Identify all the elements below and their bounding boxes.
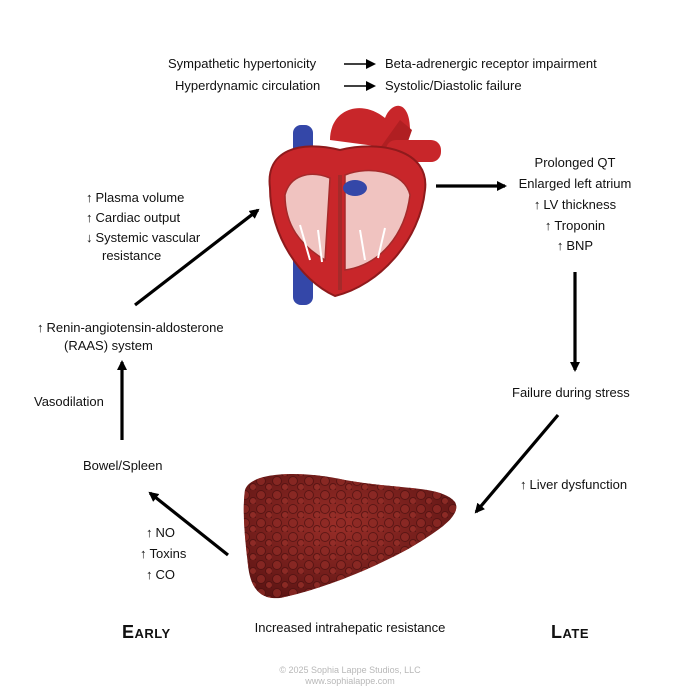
up-arrow-icon: [534, 197, 544, 212]
up-arrow-icon: [146, 525, 156, 540]
bowel-spleen-label: Bowel/Spleen: [83, 458, 163, 473]
liver-dysfunction-label: Liver dysfunction: [520, 475, 627, 495]
up-arrow-icon: [140, 546, 150, 561]
up-arrow-icon: [520, 477, 530, 492]
finding-prolonged-qt: Prolonged QT: [534, 155, 616, 170]
systemic-vascular-label: Systemic vascular: [86, 228, 200, 248]
up-arrow-icon: [557, 238, 567, 253]
heart-illustration: [268, 105, 441, 305]
mediator-co: CO: [146, 565, 175, 585]
resistance-label: resistance: [102, 248, 162, 263]
up-arrow-icon: [37, 320, 47, 335]
liver-illustration: [243, 474, 457, 599]
raas-label-line1: Renin-angiotensin-aldosterone: [37, 318, 224, 338]
hyperdynamic-circulation-label: Hyperdynamic circulation: [175, 78, 321, 93]
up-arrow-icon: [545, 218, 555, 233]
down-arrow-icon: [86, 230, 96, 245]
up-arrow-icon: [86, 210, 96, 225]
systolic-diastolic-label: Systolic/Diastolic failure: [385, 78, 522, 93]
liver-caption: Increased intrahepatic resistance: [254, 620, 446, 635]
arrow-liver-to-bowel: [148, 491, 229, 557]
finding-lv-thickness: LV thickness: [500, 195, 650, 215]
up-arrow-icon: [146, 567, 156, 582]
vasodilation-label: Vasodilation: [34, 394, 104, 409]
beta-adrenergic-label: Beta-adrenergic receptor impairment: [385, 56, 597, 71]
mediator-no: NO: [146, 523, 175, 543]
copyright-text: © 2025 Sophia Lappe Studios, LLC: [279, 665, 421, 675]
arrow-raas-to-heart: [134, 208, 260, 307]
late-label: Late: [551, 622, 590, 642]
arrow-to-liver: [474, 413, 560, 514]
mediator-toxins: Toxins: [140, 544, 186, 564]
sympathetic-hypertonicity-label: Sympathetic hypertonicity: [168, 56, 317, 71]
cardiac-output-label: Cardiac output: [86, 208, 180, 228]
finding-bnp: BNP: [500, 236, 650, 256]
raas-label-line2: (RAAS) system: [64, 338, 153, 353]
finding-troponin: Troponin: [500, 216, 650, 236]
early-label: Early: [122, 622, 171, 642]
failure-during-stress-label: Failure during stress: [512, 385, 630, 400]
finding-enlarged-left-atrium: Enlarged left atrium: [518, 176, 632, 191]
website-text: www.sophialappe.com: [305, 676, 395, 686]
up-arrow-icon: [86, 190, 96, 205]
plasma-volume-label: Plasma volume: [86, 188, 184, 208]
